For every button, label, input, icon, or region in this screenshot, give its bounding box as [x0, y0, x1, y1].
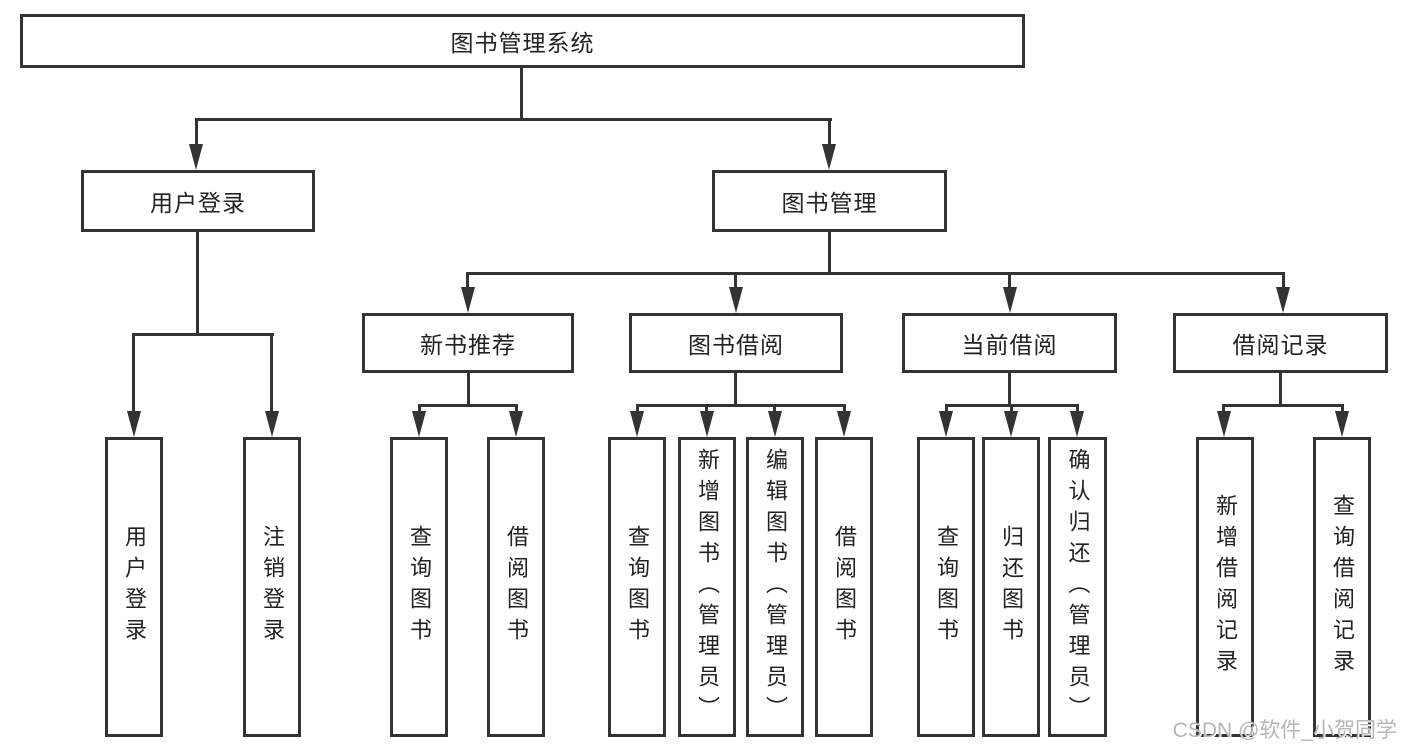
node-root: 图书管理系统 [20, 14, 1025, 68]
arrow-rec-query [1335, 411, 1349, 437]
node-user-login: 用户登录 [81, 170, 315, 232]
connector-user-bus [132, 333, 274, 336]
connector-book-borrow-stub [734, 272, 737, 289]
leaf-user-logout-label: 注销登录 [260, 525, 285, 649]
arrow-borrow-records [1276, 287, 1290, 313]
arrow-nb-query [412, 411, 426, 437]
leaf-rec-query-record: 查询借阅记录 [1313, 437, 1371, 737]
leaf-bw-add-books-label: 新增图书（管理员） [695, 447, 720, 727]
leaf-bw-edit-books: 编辑图书（管理员） [746, 437, 804, 737]
leaf-user-login-label: 用户登录 [122, 525, 147, 649]
arrow-book-mgmt [822, 144, 836, 170]
connector-rec-bus [1222, 404, 1344, 407]
arrow-current-borrow [1003, 287, 1017, 313]
connector-nb-drop [467, 371, 470, 406]
node-book-borrow: 图书借阅 [629, 313, 843, 373]
connector-cur-leaf3-stub [1076, 404, 1079, 414]
node-new-books: 新书推荐 [362, 313, 574, 373]
node-book-mgmt-label: 图书管理 [781, 190, 878, 216]
leaf-rec-query-record-label: 查询借阅记录 [1330, 494, 1355, 680]
arrow-cur-return [1004, 411, 1018, 437]
connector-rec-leaf1-stub [1222, 404, 1225, 414]
connector-borrow-records-stub [1282, 272, 1285, 289]
arrow-bw-borrow [837, 411, 851, 437]
leaf-bw-query-books: 查询图书 [608, 437, 666, 737]
arrow-cur-confirm [1070, 411, 1084, 437]
arrow-user-login-leaf [127, 411, 141, 437]
leaf-rec-add-record: 新增借阅记录 [1196, 437, 1254, 737]
node-borrow-records-label: 借阅记录 [1232, 332, 1329, 358]
connector-cur-leaf1-stub [945, 404, 948, 414]
node-current-borrow-label: 当前借阅 [961, 332, 1058, 358]
connector-nb-bus [418, 404, 518, 407]
arrow-user-logout-leaf [265, 411, 279, 437]
leaf-nb-borrow-books: 借阅图书 [487, 437, 545, 737]
connector-bw-leaf1-stub [636, 404, 639, 414]
connector-rec-leaf2-stub [1341, 404, 1344, 414]
connector-new-books-stub [466, 272, 469, 289]
leaf-bw-edit-books-label: 编辑图书（管理员） [763, 447, 788, 727]
connector-level3-bus [466, 272, 1285, 275]
arrow-new-books [461, 287, 475, 313]
node-book-mgmt: 图书管理 [712, 170, 947, 232]
connector-rec-drop [1279, 371, 1282, 406]
node-root-label: 图书管理系统 [450, 30, 595, 56]
arrow-bw-edit [768, 411, 782, 437]
csdn-watermark: CSDN @软件_小贺同学 [1172, 719, 1397, 742]
leaf-bw-query-books-label: 查询图书 [625, 525, 650, 649]
connector-level2-bus [195, 118, 832, 121]
connector-root-drop [520, 66, 523, 120]
node-book-borrow-label: 图书借阅 [688, 332, 784, 358]
connector-book-mgmt-stub [828, 118, 831, 148]
connector-nb-leaf2-stub [515, 404, 518, 414]
leaf-nb-borrow-books-label: 借阅图书 [504, 525, 529, 649]
leaf-bw-add-books: 新增图书（管理员） [678, 437, 736, 737]
arrow-rec-add [1217, 411, 1231, 437]
leaf-bw-borrow-books-label: 借阅图书 [832, 525, 857, 649]
connector-user-login-stub [195, 118, 198, 148]
connector-cur-leaf2-stub [1010, 404, 1013, 414]
connector-cur-drop [1008, 371, 1011, 406]
connector-bw-leaf4-stub [843, 404, 846, 414]
arrow-nb-borrow [509, 411, 523, 437]
node-current-borrow: 当前借阅 [902, 313, 1117, 373]
leaf-cur-query-books-label: 查询图书 [934, 525, 959, 649]
connector-bw-leaf2-stub [705, 404, 708, 414]
connector-user-drop [196, 230, 199, 336]
node-new-books-label: 新书推荐 [420, 332, 516, 358]
leaf-cur-return-books: 归还图书 [982, 437, 1040, 737]
connector-bw-bus [636, 404, 846, 407]
arrow-bw-add [700, 411, 714, 437]
leaf-cur-confirm-return-label: 确认归还（管理员） [1065, 447, 1091, 727]
connector-user-leaf2-stub [270, 333, 273, 414]
leaf-bw-borrow-books: 借阅图书 [815, 437, 873, 737]
leaf-cur-return-books-label: 归还图书 [999, 525, 1024, 649]
connector-mgmt-drop [828, 230, 831, 275]
arrow-bw-query [630, 411, 644, 437]
connector-user-leaf1-stub [132, 333, 135, 414]
node-borrow-records: 借阅记录 [1173, 313, 1388, 373]
leaf-nb-query-books-label: 查询图书 [407, 525, 432, 649]
connector-current-borrow-stub [1008, 272, 1011, 289]
connector-bw-leaf3-stub [773, 404, 776, 414]
node-user-login-label: 用户登录 [150, 190, 246, 216]
arrow-cur-query [939, 411, 953, 437]
arrow-user-login [189, 144, 203, 170]
leaf-cur-query-books: 查询图书 [917, 437, 975, 737]
leaf-rec-add-record-label: 新增借阅记录 [1213, 494, 1238, 680]
leaf-user-logout: 注销登录 [243, 437, 301, 737]
leaf-cur-confirm-return: 确认归还（管理员） [1048, 437, 1107, 737]
leaf-nb-query-books: 查询图书 [390, 437, 448, 737]
leaf-user-login: 用户登录 [105, 437, 163, 737]
arrow-book-borrow [729, 287, 743, 313]
connector-bw-drop [734, 371, 737, 406]
connector-nb-leaf1-stub [418, 404, 421, 414]
